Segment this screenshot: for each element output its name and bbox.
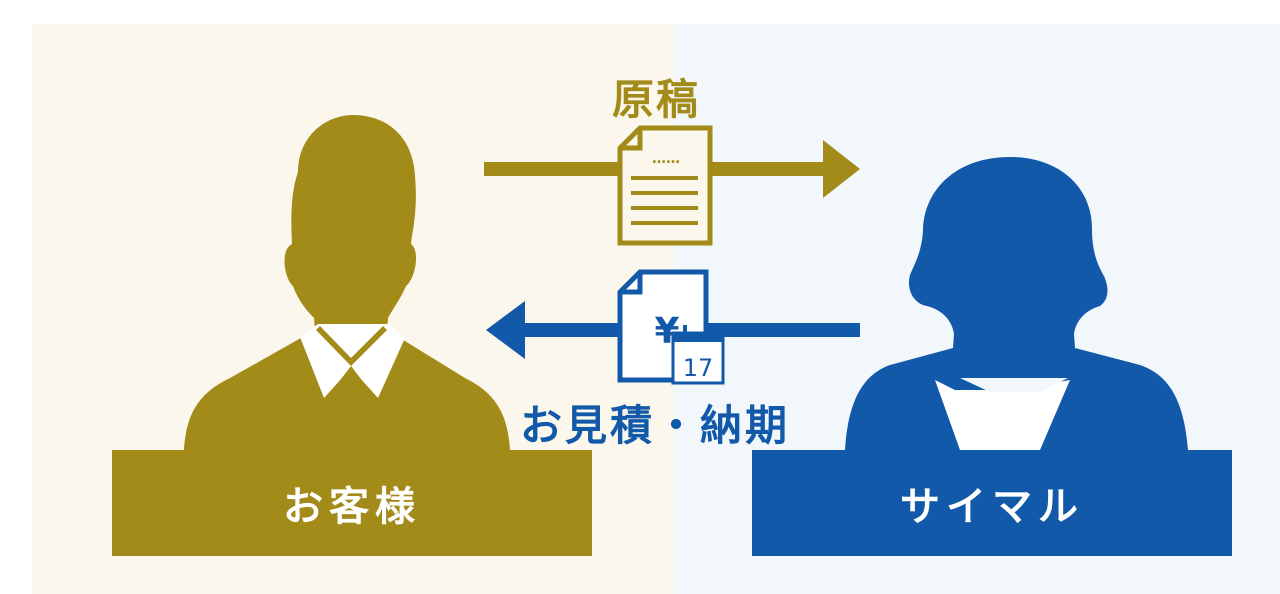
document-dots-text: …… bbox=[652, 151, 680, 167]
provider-label-box: サイマル bbox=[752, 450, 1232, 556]
provider-label: サイマル bbox=[900, 483, 1084, 530]
customer-silhouette-icon bbox=[184, 115, 510, 450]
manuscript-label: 原稿 bbox=[612, 75, 701, 124]
customer-label: お客様 bbox=[283, 483, 421, 530]
calendar-icon: 17 bbox=[671, 325, 725, 385]
provider-silhouette-icon bbox=[845, 157, 1188, 450]
estimate-delivery-label: お見積・納期 bbox=[520, 401, 791, 450]
manuscript-document-icon: …… bbox=[617, 125, 713, 246]
calendar-day-text: 17 bbox=[683, 354, 714, 382]
customer-label-box: お客様 bbox=[112, 450, 592, 556]
